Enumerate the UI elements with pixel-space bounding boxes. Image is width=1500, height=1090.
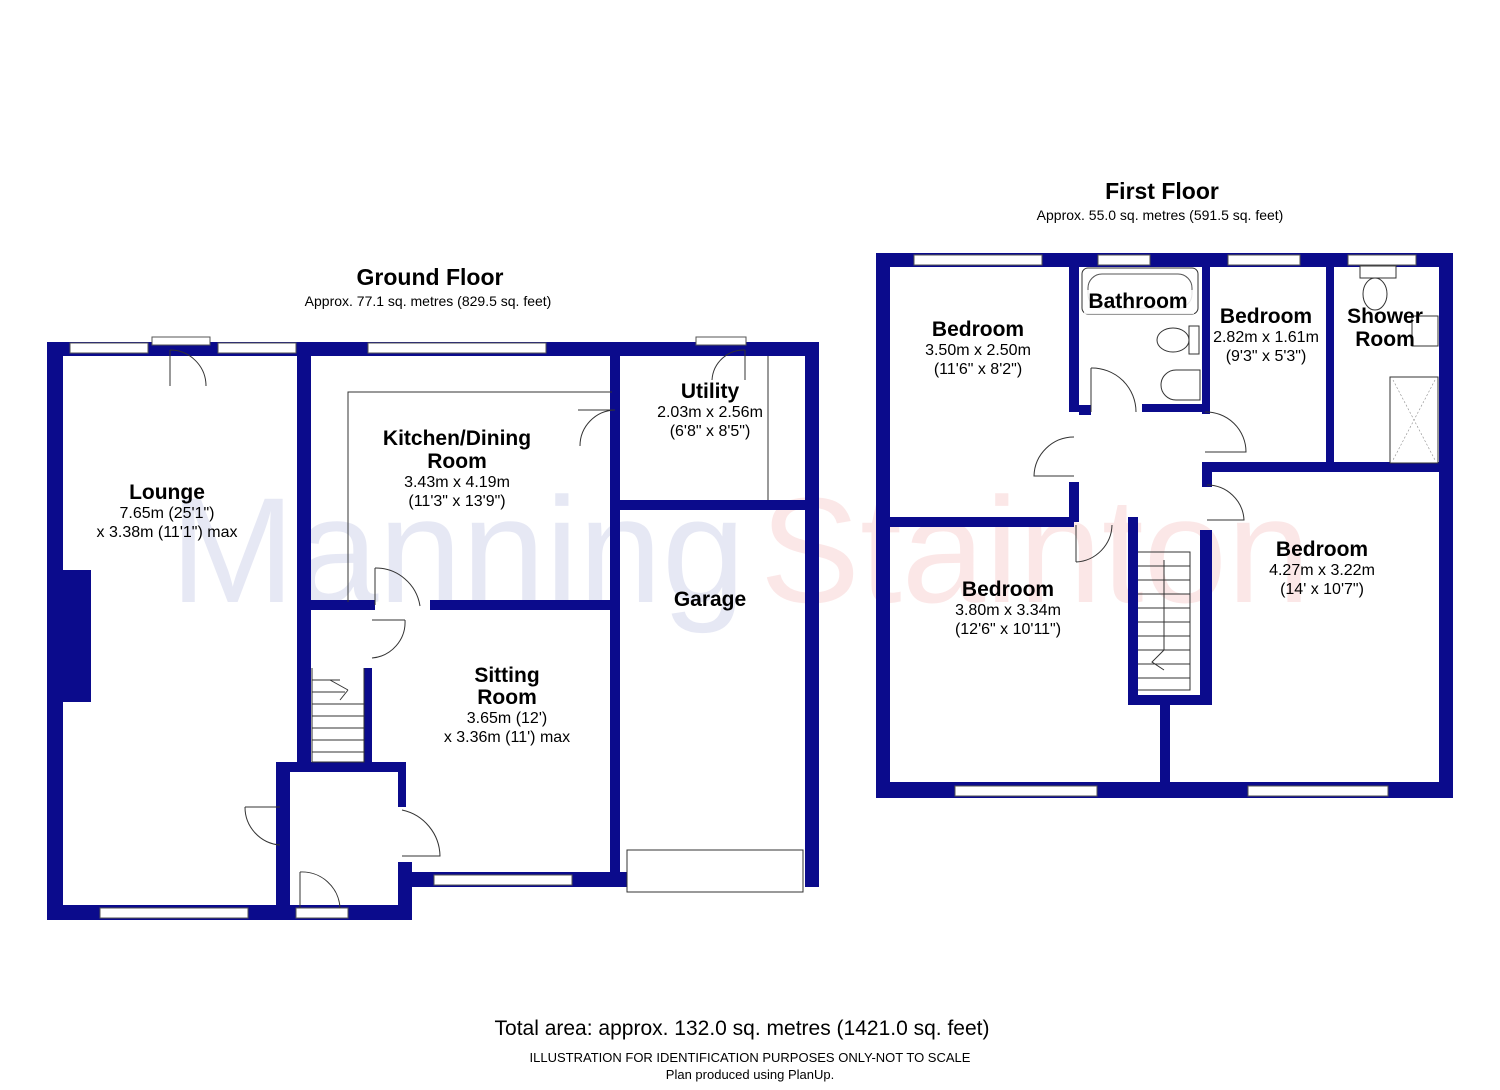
bedroom3-dim1: 3.80m x 3.34m [955, 602, 1061, 619]
first-floor-doors [1033, 367, 1247, 563]
kitchen-name2: Room [427, 450, 487, 473]
room-bedroom-3: Bedroom 3.80m x 3.34m (12'6" x 10'11") [955, 578, 1061, 638]
garage-name: Garage [674, 588, 746, 611]
bedroom2-name: Bedroom [1220, 305, 1312, 328]
footer: Total area: approx. 132.0 sq. metres (14… [495, 1017, 990, 1082]
ground-floor: Ground Floor Approx. 77.1 sq. metres (82… [47, 264, 819, 920]
room-bedroom-4: Bedroom 4.27m x 3.22m (14' x 10'7") [1269, 538, 1375, 598]
bedroom1-name: Bedroom [932, 318, 1024, 341]
bedroom4-name: Bedroom [1276, 538, 1368, 561]
room-garage: Garage [674, 588, 746, 611]
shower-name1: Shower [1347, 305, 1423, 328]
bedroom4-dim1: 4.27m x 3.22m [1269, 562, 1375, 579]
bedroom3-name: Bedroom [962, 578, 1054, 601]
utility-dim2: (6'8" x 8'5") [670, 423, 751, 440]
ground-floor-area: Approx. 77.1 sq. metres (829.5 sq. feet) [305, 293, 552, 309]
bedroom2-dim1: 2.82m x 1.61m [1213, 329, 1319, 346]
lounge-name: Lounge [129, 481, 205, 504]
bedroom2-dim2: (9'3" x 5'3") [1226, 348, 1307, 365]
kitchen-dim2: (11'3" x 13'9") [408, 493, 505, 510]
lounge-dim1: 7.65m (25'1") [120, 505, 215, 522]
bedroom4-dim2: (14' x 10'7") [1280, 581, 1364, 598]
bedroom3-dim2: (12'6" x 10'11") [955, 621, 1061, 638]
ground-floor-title: Ground Floor [357, 264, 504, 290]
bedroom1-dim1: 3.50m x 2.50m [925, 342, 1031, 359]
first-floor-windows [913, 254, 1417, 797]
ground-floor-stairs [311, 668, 365, 763]
room-utility: Utility 2.03m x 2.56m (6'8" x 8'5") [657, 380, 763, 440]
first-floor-area: Approx. 55.0 sq. metres (591.5 sq. feet) [1037, 207, 1284, 223]
room-kitchen-dining: Kitchen/Dining Room 3.43m x 4.19m (11'3"… [383, 427, 531, 510]
shower-name2: Room [1355, 328, 1415, 351]
ground-floor-doors [151, 336, 747, 909]
room-bedroom-1: Bedroom 3.50m x 2.50m (11'6" x 8'2") [925, 318, 1031, 378]
total-area: Total area: approx. 132.0 sq. metres (14… [495, 1017, 990, 1040]
watermark: Manning Stainton [170, 466, 1310, 634]
room-shower-room: Shower Room [1347, 305, 1423, 351]
sitting-name2: Room [477, 686, 537, 709]
sitting-name1: Sitting [474, 664, 539, 687]
watermark-part2: Stainton [760, 466, 1310, 634]
first-floor-title: First Floor [1105, 178, 1219, 204]
first-floor: First Floor Approx. 55.0 sq. metres (591… [876, 178, 1453, 798]
bathroom-name: Bathroom [1088, 290, 1187, 313]
utility-name: Utility [681, 380, 740, 403]
kitchen-name1: Kitchen/Dining [383, 427, 531, 450]
ground-floor-fixtures [63, 356, 804, 893]
sitting-dim1: 3.65m (12') [467, 710, 547, 727]
ground-floor-windows [69, 342, 573, 919]
room-lounge: Lounge 7.65m (25'1") x 3.38m (11'1") max [97, 481, 238, 541]
sitting-dim2: x 3.36m (11') max [444, 729, 570, 746]
room-bathroom: Bathroom [1084, 290, 1194, 314]
lounge-dim2: x 3.38m (11'1") max [97, 524, 238, 541]
disclaimer: ILLUSTRATION FOR IDENTIFICATION PURPOSES… [530, 1050, 971, 1065]
room-bedroom-2: Bedroom 2.82m x 1.61m (9'3" x 5'3") [1213, 305, 1319, 365]
bedroom1-dim2: (11'6" x 8'2") [934, 361, 1022, 378]
plan-credit: Plan produced using PlanUp. [666, 1067, 834, 1082]
utility-dim1: 2.03m x 2.56m [657, 404, 763, 421]
room-sitting-room: Sitting Room 3.65m (12') x 3.36m (11') m… [444, 664, 570, 746]
kitchen-dim1: 3.43m x 4.19m [404, 474, 510, 491]
first-floor-stairs [1138, 551, 1191, 691]
